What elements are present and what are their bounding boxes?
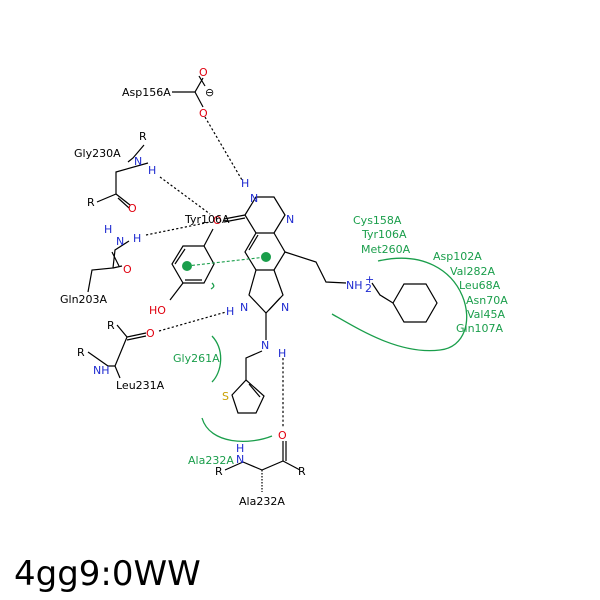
ligand-nh2-charge: + — [365, 273, 374, 286]
contact-val282a: Val282A — [450, 265, 495, 278]
gln203a-h2: H — [133, 232, 141, 245]
contact-met260a: Met260A — [361, 243, 411, 256]
residue-gly261a: Gly261A — [173, 352, 220, 365]
contact-asp102a: Asp102A — [433, 250, 482, 263]
residue-gly230a: Gly230A — [74, 147, 121, 160]
thiophene-s: S — [222, 390, 229, 403]
ala232a-r: R — [215, 465, 223, 478]
ring-centroid-ligand — [261, 252, 271, 262]
ligand-amine-n: N — [261, 339, 269, 352]
gly230a-o: O — [128, 202, 137, 215]
ligand-atoms: H N N N H N N H NH 2 + O S HO — [149, 177, 374, 403]
hydrophobic-labels: Cys158A Tyr106A Met260A Asp102A Val282A … — [353, 214, 508, 335]
gly230a-r2: R — [87, 196, 95, 209]
hydrogen-bonds — [145, 116, 284, 428]
ala232a-r2: R — [298, 465, 306, 478]
gln203a-o: O — [123, 263, 132, 276]
residue-gln203a: Gln203A — [60, 293, 108, 306]
ligand-nh2-sub: 2 — [365, 282, 372, 295]
contact-val45a: Val45A — [467, 308, 505, 321]
ring-centroid-tyr — [182, 261, 192, 271]
ala232a-n: N — [236, 453, 244, 466]
ligand-imid-h: H — [226, 305, 234, 318]
residue-leu231a: Leu231A — [116, 379, 165, 392]
contact-asn70a: Asn70A — [466, 294, 508, 307]
contact-tyr106a: Tyr106A — [361, 228, 407, 241]
residue-tyr106a: Tyr106A — [184, 213, 230, 226]
gly230a-r: R — [139, 130, 147, 143]
asp156a-o1: O — [199, 66, 208, 79]
leu231a-r2: R — [77, 346, 85, 359]
hydrophobic-arcs — [201, 257, 468, 442]
ligand-h: H — [241, 177, 249, 190]
contact-leu68a: Leu68A — [459, 279, 501, 292]
residue-ala232a-contact: Ala232A — [188, 454, 234, 467]
ligand-amine-h: H — [278, 347, 286, 360]
ligand-n3: N — [286, 213, 294, 226]
asp156a-charge: ⊖ — [205, 86, 214, 99]
leu231a-r: R — [107, 319, 115, 332]
ligand-carbonyl-o: O — [213, 214, 222, 227]
ligand-n1: N — [250, 192, 258, 205]
gly230a-n: N — [134, 155, 142, 168]
ala232a-h: H — [236, 442, 244, 455]
ligand-core-bonds — [169, 196, 438, 414]
ligand-nh2-plus: NH — [346, 279, 363, 292]
gln203a-h1: H — [104, 223, 112, 236]
gln203a-n: N — [116, 235, 124, 248]
residue-labels: Asp156A O ⊖ O Gly230A R N H R O Tyr106A … — [60, 66, 306, 508]
gly230a-h: H — [148, 164, 156, 177]
residue-ala232a: Ala232A — [239, 495, 285, 508]
leu231a-nh: NH — [93, 364, 110, 377]
ligand-imid-n1: N — [240, 301, 248, 314]
leu231a-o: O — [146, 327, 155, 340]
diagram-title: 4gg9:0WW — [14, 554, 201, 594]
ala232a-o: O — [278, 429, 287, 442]
phenol-oh: HO — [149, 304, 166, 317]
contact-cys158a: Cys158A — [353, 214, 402, 227]
ligand-imid-n3: N — [281, 301, 289, 314]
residue-bonds — [87, 75, 301, 492]
pi-stacking — [182, 252, 271, 271]
contact-gln107a: Gln107A — [456, 322, 504, 335]
asp156a-o2: O — [199, 107, 208, 120]
residue-asp156a: Asp156A — [122, 86, 171, 99]
